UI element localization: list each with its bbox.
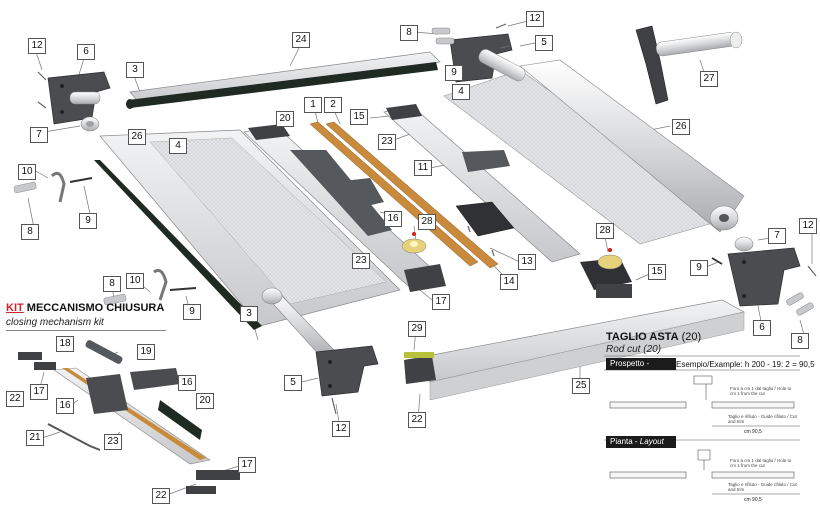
label-26: 26: [672, 119, 690, 135]
rod-cut-title-text: TAGLIO ASTA: [606, 331, 679, 343]
label-23: 23: [378, 134, 396, 150]
part-28-knob-left: [401, 232, 427, 254]
label-9: 9: [445, 65, 463, 81]
label-8: 8: [791, 333, 809, 349]
part-6-left-bracket: [47, 71, 111, 132]
sideview-note-hole: Foro a cm 1 dal taglio / Hole to cm 1 fr…: [730, 386, 792, 396]
label-26: 26: [128, 129, 146, 145]
label-17: 17: [432, 294, 450, 310]
part-24-top-profile: [126, 51, 441, 109]
part-23-right-tray: [383, 104, 581, 263]
sideview-note-cut: Taglio e rifiluto - Guide rifiluto / Cut…: [728, 414, 797, 424]
kit-word: KIT: [6, 302, 24, 314]
kit-divider: [6, 330, 166, 331]
kit-subtitle: closing mechanism kit: [6, 317, 104, 328]
label-12: 12: [526, 11, 544, 27]
label-2: 2: [324, 97, 342, 113]
label-8: 8: [400, 25, 418, 41]
label-8: 8: [103, 276, 121, 292]
label-7: 7: [768, 228, 786, 244]
label-9: 9: [79, 213, 97, 229]
layout-label: Pianta -: [610, 437, 640, 446]
closing-kit-drawing: [18, 340, 240, 494]
label-15: 15: [648, 264, 666, 280]
label-5: 5: [535, 35, 553, 51]
label-18: 18: [56, 336, 74, 352]
screws-top-left: [37, 71, 47, 109]
label-19: 19: [137, 344, 155, 360]
label-10: 10: [18, 164, 36, 180]
label-11: 11: [414, 160, 432, 176]
label-16: 16: [178, 375, 196, 391]
part-23-center-tray: [243, 124, 446, 292]
label-24: 24: [292, 32, 310, 48]
label-3: 3: [240, 306, 258, 322]
label-7: 7: [30, 127, 48, 143]
label-22: 22: [152, 488, 170, 504]
sideview-label: Prospetto -: [610, 359, 650, 368]
mid-left-small-parts: [103, 268, 197, 306]
label-12: 12: [332, 421, 350, 437]
label-12: 12: [28, 38, 46, 54]
label-10: 10: [126, 273, 144, 289]
part-5-top-bracket: [431, 23, 526, 83]
label-28: 28: [418, 214, 436, 230]
part-13-handle: [455, 201, 515, 257]
label-23: 23: [104, 434, 122, 450]
left-small-parts: [13, 171, 93, 203]
label-6: 6: [753, 320, 771, 336]
rod-cut-title: TAGLIO ASTA (20): [606, 331, 701, 343]
layout-label-en: Layout: [639, 437, 664, 446]
label-8: 8: [21, 224, 39, 240]
label-22: 22: [6, 391, 24, 407]
layout-note-cut: Taglio e rifiluto - Guide rifiluto / Cut…: [728, 482, 797, 492]
label-20: 20: [276, 111, 294, 127]
label-6: 6: [77, 44, 95, 60]
layout-bar: Pianta - Layout: [606, 436, 676, 448]
label-17: 17: [30, 384, 48, 400]
label-9: 9: [690, 260, 708, 276]
label-23: 23: [352, 253, 370, 269]
label-29: 29: [408, 321, 426, 337]
label-13: 13: [518, 254, 536, 270]
sideview-measure: cm 90,5: [744, 429, 762, 435]
label-16: 16: [56, 398, 74, 414]
label-25: 25: [572, 378, 590, 394]
rod-cut-example: Esempio/Example: h 200 - 19: 2 = 90,5: [676, 360, 815, 369]
part-26-left-panel: [94, 129, 401, 330]
rod-cut-title-num: (20): [678, 331, 702, 343]
kit-title: KIT MECCANISMO CHIUSURA: [6, 302, 164, 314]
label-28: 28: [596, 223, 614, 239]
label-12: 12: [799, 218, 817, 234]
label-3: 3: [126, 62, 144, 78]
label-1: 1: [304, 97, 322, 113]
layout-note-hole: Foro a cm 1 dal taglio / Hole to cm 1 fr…: [730, 458, 792, 468]
label-5: 5: [284, 375, 302, 391]
part-5-lower-bracket: [315, 345, 379, 415]
label-17: 17: [238, 457, 256, 473]
label-20: 20: [196, 393, 214, 409]
label-16: 16: [384, 211, 402, 227]
sideview-bar: Prospetto - Sideview: [606, 358, 676, 380]
label-4: 4: [169, 138, 187, 154]
part-6-right-bracket: [711, 236, 817, 316]
label-4: 4: [452, 84, 470, 100]
label-22: 22: [408, 412, 426, 428]
part-26-right-panel: [443, 59, 745, 245]
label-21: 21: [26, 430, 44, 446]
part-25-bottom-profile: [404, 299, 745, 401]
part-15-lower-block: [580, 248, 632, 298]
layout-measure: cm 90,5: [744, 497, 762, 503]
label-27: 27: [700, 71, 718, 87]
rod-cut-subtitle: Rod cut (20): [606, 344, 662, 355]
kit-title-rest: MECCANISMO CHIUSURA: [23, 302, 165, 314]
label-9: 9: [183, 304, 201, 320]
sideview-label-en: Sideview: [610, 371, 643, 380]
label-15: 15: [350, 109, 368, 125]
part-27-pivot: [635, 25, 743, 105]
label-14: 14: [500, 274, 518, 290]
